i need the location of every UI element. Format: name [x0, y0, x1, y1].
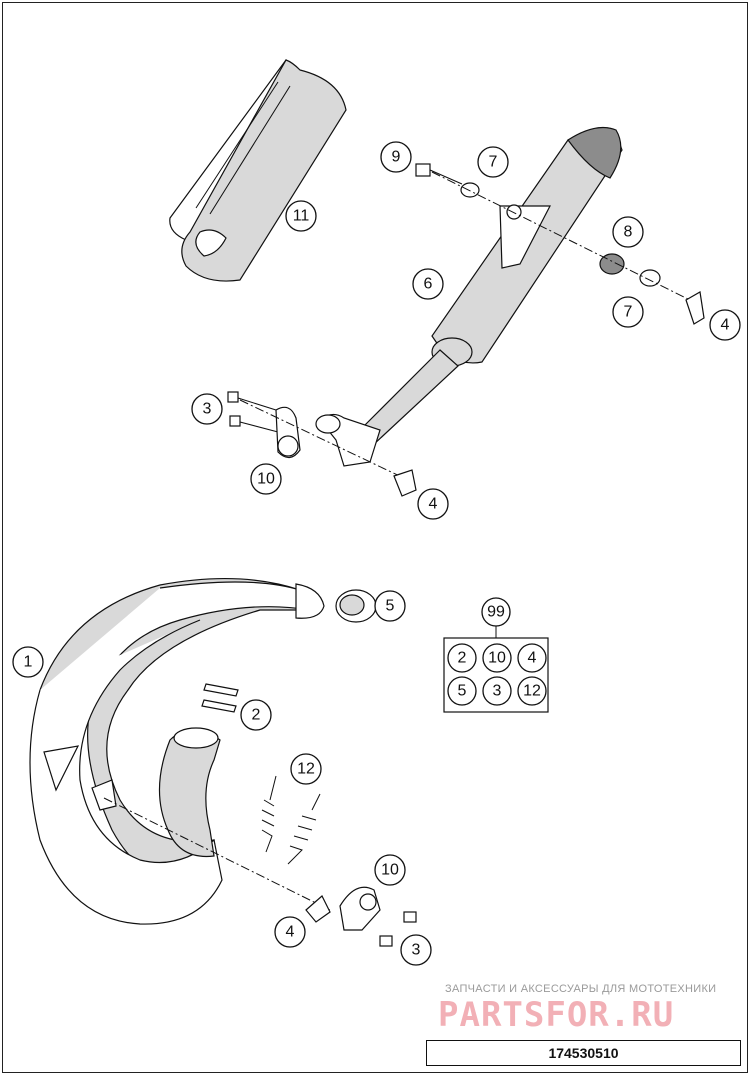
svg-text:12: 12 [523, 683, 541, 700]
callout-10: 10 [250, 463, 282, 495]
callout-label: 8 [624, 224, 633, 241]
silencer-fasteners [227, 163, 705, 497]
callout-label: 4 [721, 317, 730, 334]
expansion-chamber [29, 577, 331, 925]
watermark-brand: PARTSFOR.RU [438, 995, 675, 1035]
exhaust-seal [335, 589, 377, 623]
callout-10: 10 [374, 854, 406, 886]
callout-label: 12 [297, 761, 315, 778]
silencer-packing-wrap [169, 58, 347, 282]
callout-4: 4 [417, 488, 449, 520]
silencer [315, 127, 623, 467]
callout-7: 7 [612, 296, 644, 328]
drawing-number: 174530510 [426, 1040, 741, 1066]
watermark-caption: ЗАПЧАСТИ И АКСЕССУАРЫ ДЛЯ МОТОТЕХНИКИ [445, 983, 717, 995]
callout-label: 11 [293, 208, 310, 225]
kit-layer: 99 2 10 4 5 3 12 [447, 597, 547, 706]
kit-item-4: 4 [517, 643, 547, 673]
kit-item-12: 12 [517, 676, 547, 706]
callout-11: 11 [285, 200, 317, 232]
chamber-bracket [305, 886, 417, 947]
callout-5: 5 [374, 590, 406, 622]
svg-text:3: 3 [493, 683, 502, 700]
callout-label: 9 [392, 149, 401, 166]
callout-label: 3 [412, 942, 421, 959]
callout-3: 3 [400, 934, 432, 966]
callout-8: 8 [612, 216, 644, 248]
callout-label: 7 [489, 154, 498, 171]
svg-text:5: 5 [458, 683, 467, 700]
kit-item-2: 2 [447, 643, 477, 673]
callout-1: 1 [12, 646, 44, 678]
callout-label: 4 [286, 924, 295, 941]
callout-12: 12 [290, 753, 322, 785]
callout-2: 2 [240, 699, 272, 731]
callout-7: 7 [477, 146, 509, 178]
callout-4: 4 [274, 916, 306, 948]
callout-label: 5 [386, 598, 395, 615]
callout-label: 2 [252, 707, 261, 724]
svg-text:4: 4 [528, 650, 537, 667]
callout-label: 3 [203, 401, 212, 418]
svg-text:99: 99 [487, 604, 505, 621]
springs [261, 775, 321, 865]
callout-6: 6 [412, 268, 444, 300]
callout-label: 10 [381, 862, 399, 879]
kit-item-10: 10 [482, 643, 512, 673]
svg-text:2: 2 [458, 650, 467, 667]
callout-3: 3 [191, 393, 223, 425]
kit-item-3: 3 [482, 676, 512, 706]
rubber-strips [201, 683, 239, 713]
kit-item-5: 5 [447, 676, 477, 706]
kit-callout: 99 [481, 597, 511, 627]
callout-label: 4 [429, 496, 438, 513]
callout-label: 10 [257, 471, 275, 488]
callout-label: 1 [24, 654, 33, 671]
callout-4: 4 [709, 309, 741, 341]
callout-label: 7 [624, 304, 633, 321]
svg-text:10: 10 [488, 650, 506, 667]
callout-9: 9 [380, 141, 412, 173]
callout-label: 6 [424, 276, 433, 293]
